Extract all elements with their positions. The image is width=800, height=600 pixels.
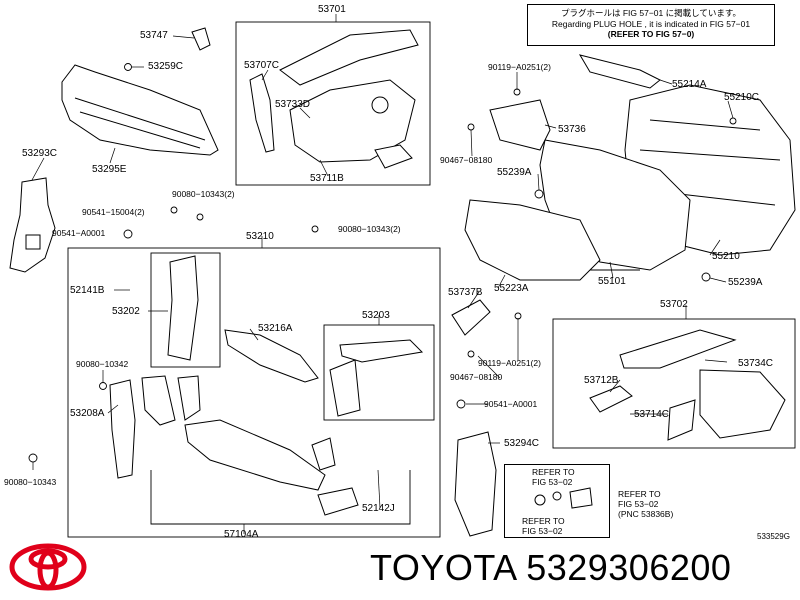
part-53203 [339,339,424,363]
label-90541-a[interactable]: 90541−15004(2) [82,207,145,217]
bracket-57104A [150,470,411,525]
label-53210[interactable]: 53210 [246,231,274,242]
label-55239A-a[interactable]: 55239A [497,167,532,178]
label-90080-a[interactable]: 90080−10343(2) [172,189,235,199]
label-90080-d[interactable]: 90080−10343 [4,477,57,487]
note-line-jp: プラグホールは FIG 57−01 に掲載しています。 [560,8,742,18]
part-53202 [167,255,199,361]
label-53295E[interactable]: 53295E [92,164,127,175]
label-57104A[interactable]: 57104A [224,529,259,540]
refer-label-3b[interactable]: FIG 53−02 [522,526,563,536]
label-53202[interactable]: 53202 [112,306,140,317]
part-53734C [699,369,786,439]
part-53216A [224,329,319,383]
diagram-code: 533529G [757,532,790,541]
label-53737B[interactable]: 53737B [448,287,483,298]
part-55214A [578,54,661,89]
brand-part-number: TOYOTA 5329306200 [370,547,732,588]
label-90119-b[interactable]: 90119−A0251(2) [478,358,541,368]
label-53701[interactable]: 53701 [318,4,346,15]
part-53208A-b [141,375,176,426]
part-53294C [454,431,497,537]
label-53702[interactable]: 53702 [660,299,688,310]
refer-label-3a: REFER TO [522,516,565,526]
note-line-ref: (REFER TO FIG 57−0) [607,29,695,39]
label-53733D[interactable]: 53733D [275,99,311,110]
part-57104A [184,419,326,491]
refer-label-2a: REFER TO [618,489,661,499]
label-52142J[interactable]: 52142J [362,503,395,514]
label-55210C[interactable]: 55210C [724,92,760,103]
label-90080-c[interactable]: 90080−10342 [76,359,129,369]
label-52141B[interactable]: 52141B [70,285,105,296]
label-53736[interactable]: 53736 [558,124,586,135]
label-53259C[interactable]: 53259C [148,61,184,72]
box-53210 [67,247,441,538]
label-53712B[interactable]: 53712B [584,375,619,386]
label-53208A[interactable]: 53208A [70,408,105,419]
note-line-en: Regarding PLUG HOLE , it is indicated in… [551,18,751,29]
label-53711B[interactable]: 53711B [310,173,344,184]
label-53734C[interactable]: 53734C [738,358,774,369]
part-53707C [249,73,275,153]
label-55239A-b[interactable]: 55239A [728,277,763,288]
label-53294C[interactable]: 53294C [504,438,540,449]
box-53701 [235,21,431,186]
label-90467-b[interactable]: 90467−08180 [450,372,503,382]
label-90119-a[interactable]: 90119−A0251(2) [488,62,551,72]
label-55223A[interactable]: 55223A [494,283,529,294]
refer-label-2c[interactable]: (PNC 53836B) [618,509,674,519]
part-53208A-c [177,375,201,421]
part-55223A [464,199,601,281]
label-90467-a[interactable]: 90467−08180 [440,155,493,165]
box-53702 [552,318,796,449]
part-53293C [9,177,56,273]
label-90541-c[interactable]: 90541−A0001 [484,399,538,409]
toyota-logo-icon [9,543,87,591]
part-53712B [589,385,633,413]
plug-hole-note: プラグホールは FIG 57−01 に掲載しています。 Regarding PL… [527,4,775,46]
refer-label-2b[interactable]: FIG 53−02 [618,499,659,509]
label-90080-b[interactable]: 90080−10343(2) [338,224,401,234]
label-55210[interactable]: 55210 [712,251,740,262]
label-55101[interactable]: 55101 [598,276,626,287]
box-53202 [150,252,221,368]
part-53714C [667,399,696,441]
refer-label-1b[interactable]: FIG 53−02 [532,477,573,487]
part-52142J [311,437,336,471]
refer-box [504,464,610,538]
part-53747 [191,27,211,51]
part-53295E [61,64,219,156]
label-90541-b[interactable]: 90541−A0001 [52,228,106,238]
label-53747[interactable]: 53747 [140,30,168,41]
part-53208A [109,379,136,479]
label-53707C[interactable]: 53707C [244,60,280,71]
refer-label-1a: REFER TO [532,467,575,477]
label-53216A[interactable]: 53216A [258,323,293,334]
label-53293C[interactable]: 53293C [22,148,58,159]
part-53736 [489,99,551,151]
part-53702-upper [619,329,737,369]
label-53203[interactable]: 53203 [362,310,390,321]
fastener-53259C [124,63,132,71]
label-55214A[interactable]: 55214A [672,79,707,90]
part-53701-upper [279,29,419,86]
label-53714C[interactable]: 53714C [634,409,670,420]
part-53737B [451,299,491,336]
